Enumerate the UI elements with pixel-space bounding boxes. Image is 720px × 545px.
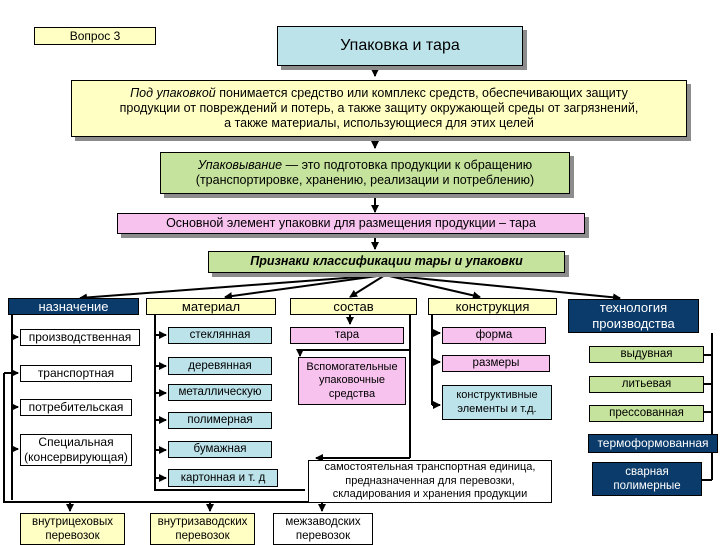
construction-item-size: размеры — [442, 355, 550, 372]
purpose-item-special: Специальная (консервирующая) — [20, 434, 132, 466]
purpose-item-consumer: потребительская — [20, 399, 132, 416]
composition-item-container: тара — [290, 327, 404, 344]
construction-item-shape: форма — [442, 327, 546, 344]
purpose-item-production: производственная — [20, 329, 140, 346]
packing-definition: Упаковывание — это подготовка продукции … — [160, 152, 570, 194]
packaging-term: Под упаковкой — [130, 85, 216, 100]
construction-item-elements: конструктивные элементы и т.д. — [442, 385, 552, 420]
purpose-item-transport: транспортная — [20, 365, 132, 382]
material-item-glass: стеклянная — [168, 327, 272, 344]
material-item-polymer: полимерная — [168, 412, 272, 429]
transport-item-intra-plant: внутризаводских перевозок — [150, 513, 255, 545]
technology-item-pressed: прессованная — [589, 405, 704, 422]
category-composition: состав — [290, 298, 417, 315]
category-purpose: назначение — [8, 298, 139, 315]
classification-title: Признаки классификации тары и упаковки — [208, 251, 565, 273]
material-item-cardboard: картонная и т. д — [168, 469, 278, 487]
transport-item-inter-plant: межзаводских перевозок — [273, 513, 373, 545]
packaging-definition: Под упаковкой понимается средство или ко… — [71, 80, 687, 137]
composition-item-auxiliary: Вспомогательные упаковочные средства — [298, 357, 406, 405]
composition-item-transport-unit: самостоятельная транспортная единица, пр… — [308, 460, 552, 503]
material-item-metal: металлическую — [168, 384, 272, 401]
page-title: Упаковка и тара — [277, 26, 523, 66]
transport-item-intra-shop: внутрицеховых перевозок — [20, 513, 125, 545]
category-technology: технология производства — [568, 299, 699, 333]
main-element-box: Основной элемент упаковки для размещения… — [117, 213, 585, 234]
technology-item-thermoformed: термоформованная — [588, 434, 718, 453]
category-construction: конструкция — [428, 298, 557, 315]
packing-term: Упаковывание — [197, 157, 283, 172]
material-item-paper: бумажная — [168, 441, 272, 458]
question-label: Вопрос 3 — [34, 27, 156, 45]
material-item-wood: деревянная — [168, 357, 272, 375]
technology-item-welded: сварная полимерные — [592, 462, 702, 496]
technology-item-blown: выдувная — [589, 346, 704, 363]
category-material: материал — [146, 298, 276, 315]
technology-item-cast: литьевая — [589, 376, 704, 393]
